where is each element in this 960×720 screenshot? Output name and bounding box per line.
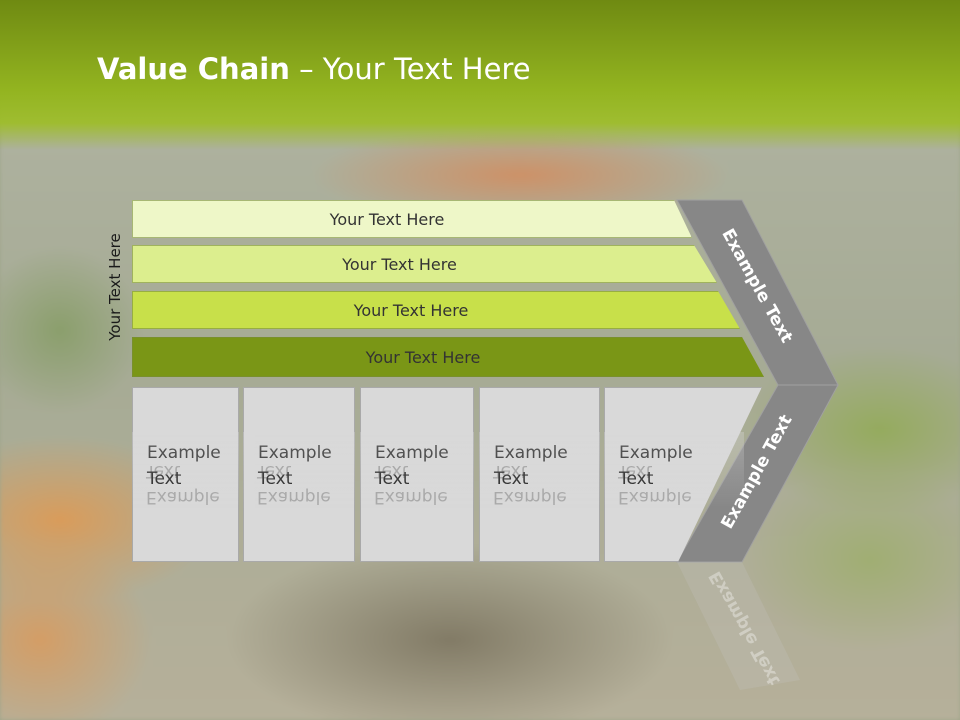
- bar-4-label: Your Text Here: [365, 347, 481, 367]
- bar-4: Your Text Here: [132, 337, 764, 377]
- activity-cell-3: Example Text: [360, 387, 474, 562]
- activity-cell-2: Example Text: [243, 387, 355, 562]
- slide-title: Value Chain – Your Text Here: [97, 52, 531, 86]
- cell-5-line2: Text: [619, 469, 654, 489]
- cell-2-line1: Example: [258, 443, 332, 463]
- bar-1: Your Text Here: [132, 200, 692, 238]
- arrow-bottom-segment: [676, 384, 839, 563]
- activity-cell-1: Example Text: [132, 387, 239, 562]
- cell-4-line2: Text: [494, 469, 529, 489]
- cell-3-line2: Text: [375, 469, 410, 489]
- title-rest-part: – Your Text Here: [289, 52, 531, 86]
- bar-2-label: Your Text Here: [342, 254, 457, 274]
- header-band: [0, 0, 960, 150]
- cell-3-line1: Example: [375, 443, 449, 463]
- cell-4-line1: Example: [494, 443, 568, 463]
- cell-1-line2: Text: [147, 469, 182, 489]
- cell-1-line1: Example: [147, 443, 221, 463]
- activity-cell-4: Example Text: [479, 387, 600, 562]
- title-bold-part: Value Chain: [97, 52, 290, 86]
- cell-2-line2: Text: [258, 469, 293, 489]
- bar-1-label: Your Text Here: [329, 209, 445, 229]
- bar-2: Your Text Here: [132, 245, 717, 283]
- cell-5-line1: Example: [619, 443, 693, 463]
- bar-3: Your Text Here: [132, 291, 740, 329]
- arrow-reflection: [677, 562, 800, 690]
- bar-3-label: Your Text Here: [353, 300, 469, 320]
